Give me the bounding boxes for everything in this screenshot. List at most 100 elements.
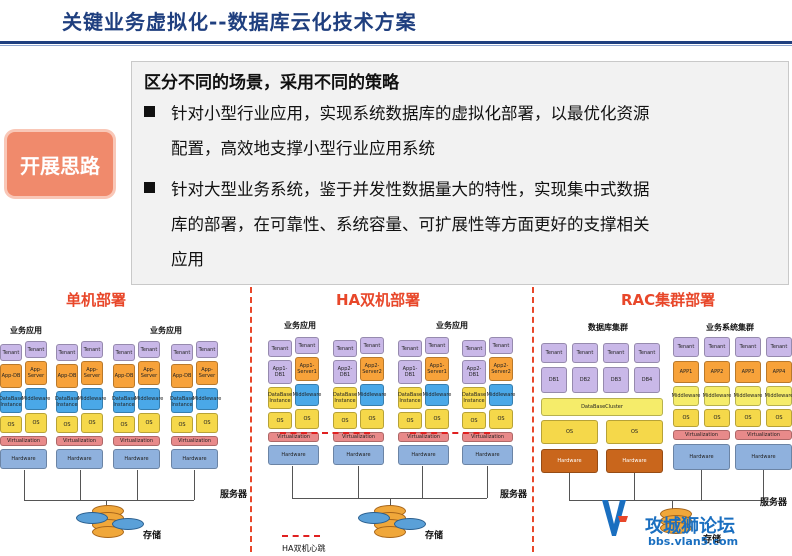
connection-line (358, 466, 359, 498)
tenant-block: Tenant (462, 340, 486, 357)
hardware-block: Hardware (541, 449, 598, 473)
db-block: DB1 (541, 367, 567, 393)
logo-text: 攻城狮论坛 (645, 516, 735, 537)
app-db-block: App-DB (0, 364, 22, 388)
ha-app-label-1: 业务应用 (284, 321, 316, 330)
db-block: DB2 (572, 367, 598, 393)
os-block: OS (462, 412, 486, 429)
os-block: OS (704, 409, 730, 427)
tenant-block: Tenant (0, 344, 22, 361)
app-db-block: App1-DB1 (398, 360, 422, 384)
heartbeat-arrow (280, 432, 370, 434)
ha-storage-label: 存储 (425, 531, 444, 541)
app-db-block: App1-DB1 (268, 360, 292, 384)
middleware-block: Middleware (672, 386, 700, 406)
storage-disk (92, 526, 124, 538)
page-title: 关键业务虚拟化--数据库云化技术方案 (62, 10, 417, 34)
db-instance-block: DataBase Instance (333, 387, 357, 409)
db-cluster-block: DataBaseCluster (541, 398, 663, 416)
middleware-block: Middleware (293, 384, 321, 406)
middleware-block: Middleware (358, 384, 386, 406)
os-block: OS (333, 412, 357, 429)
bullet-text: 针对小型行业应用，实现系统数据库的虚拟化部署，以最优化资源 (171, 104, 650, 123)
connection-line (24, 500, 194, 501)
db-instance-block: DataBase Instance (398, 387, 422, 409)
app-server-block: App-Server (196, 361, 218, 385)
single-server-label: 服务器 (220, 490, 248, 500)
app-server-block: App-Server (138, 361, 160, 385)
tenant-block: Tenant (360, 337, 384, 354)
app-db-block: App2-DB1 (462, 360, 486, 384)
hardware-block: Hardware (462, 445, 513, 465)
app-server-block: App1-Server1 (425, 357, 449, 381)
hardware-block: Hardware (171, 449, 218, 469)
single-app-label-1: 业务应用 (10, 326, 42, 335)
middleware-block: Middleware (487, 384, 515, 406)
bullet-text-cont: 库的部署，在可靠性、系统容量、可扩展性等方面更好的支撑相关 (171, 215, 650, 234)
tenant-block: Tenant (56, 344, 78, 361)
os-block: OS (360, 409, 384, 429)
storage-disk (76, 512, 108, 524)
os-block: OS (81, 413, 103, 433)
app-block: APP1 (673, 361, 699, 383)
os-block: OS (25, 413, 47, 433)
tenant-block: Tenant (489, 337, 513, 354)
tenant-block: Tenant (572, 343, 598, 363)
tenant-block: Tenant (398, 340, 422, 357)
os-block: OS (138, 413, 160, 433)
strategy-box: 区分不同的场景，采用不同的策略 针对小型行业应用，实现系统数据库的虚拟化部署，以… (131, 61, 789, 285)
os-block: OS (489, 409, 513, 429)
section-divider (532, 287, 534, 552)
connection-line (763, 470, 764, 500)
heartbeat-arrow (410, 432, 490, 434)
ha-server-label: 服务器 (500, 490, 528, 500)
app-db-block: App2-DB1 (333, 360, 357, 384)
db-instance-block: DataBase Instance (170, 391, 194, 413)
tenant-block: Tenant (25, 341, 47, 358)
tenant-block: Tenant (541, 343, 567, 363)
rac-server-label: 服务器 (760, 498, 788, 508)
storage-disk (358, 512, 390, 524)
tenant-block: Tenant (268, 340, 292, 357)
db-instance-block: DataBase Instance (112, 391, 136, 413)
tenant-block: Tenant (138, 341, 160, 358)
connection-line (80, 470, 81, 500)
app-server-block: App2-Server2 (489, 357, 513, 381)
storage-disk (660, 522, 692, 534)
db-instance-block: DataBase Instance (55, 391, 79, 413)
tenant-block: Tenant (735, 337, 761, 357)
middleware-block: Middleware (22, 388, 50, 410)
middleware-block: Middleware (78, 388, 106, 410)
hardware-block: Hardware (606, 449, 663, 473)
os-block: OS (268, 412, 292, 429)
tenant-block: Tenant (196, 341, 218, 358)
approach-badge: 开展思路 (7, 132, 113, 196)
virtualization-block: Virtualization (171, 436, 218, 446)
app-db-block: App-DB (56, 364, 78, 388)
rac-storage-label: 存储 (703, 535, 722, 545)
vlan5-logo-icon (602, 500, 628, 536)
connection-line (422, 466, 423, 498)
app-db-block: App-DB (171, 364, 193, 388)
hardware-block: Hardware (398, 445, 449, 465)
middleware-block: Middleware (423, 384, 451, 406)
tenant-block: Tenant (704, 337, 730, 357)
section-divider (250, 287, 252, 552)
connection-line (672, 500, 673, 510)
bullet-small-apps: 针对小型行业应用，实现系统数据库的虚拟化部署，以最优化资源 配置，高效地支撑小型… (144, 96, 774, 166)
storage-disk (394, 518, 426, 530)
tenant-block: Tenant (333, 340, 357, 357)
storage-disk (112, 518, 144, 530)
hardware-block: Hardware (0, 449, 47, 469)
os-block: OS (0, 416, 22, 433)
app-server-block: App1-Server1 (295, 357, 319, 381)
bullet-marker (144, 106, 155, 117)
os-block: OS (541, 420, 598, 444)
middleware-block: Middleware (765, 386, 792, 406)
section-title-single: 单机部署 (66, 291, 127, 309)
bullet-text-cont: 配置，高效地支撑小型行业应用系统 (171, 139, 435, 158)
os-block: OS (196, 413, 218, 433)
ha-heartbeat-label: HA双机心跳 (282, 544, 326, 553)
bullet-large-systems: 针对大型业务系统，鉴于并发性数据量大的特性，实现集中式数据 库的部署，在可靠性、… (144, 172, 774, 277)
tenant-block: Tenant (81, 341, 103, 358)
